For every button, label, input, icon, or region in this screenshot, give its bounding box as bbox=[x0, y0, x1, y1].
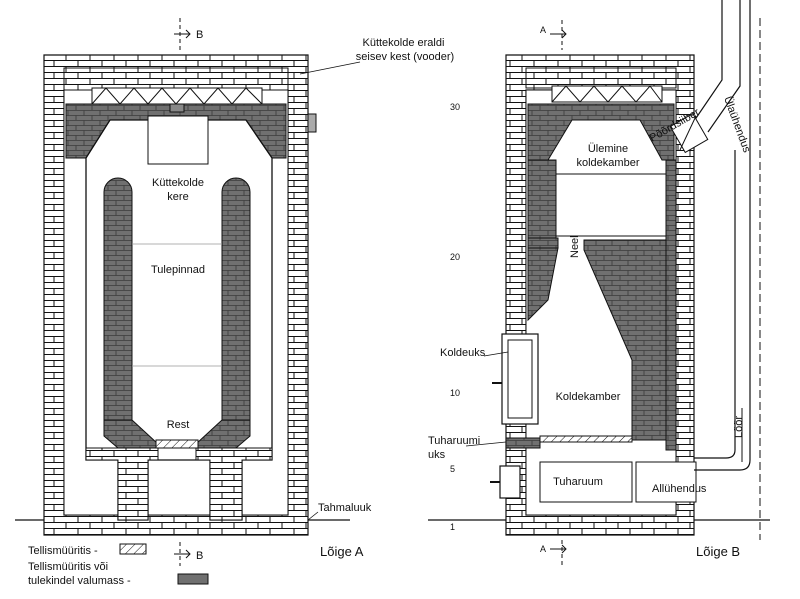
ash-door-label-line1: Tuharuumi bbox=[428, 435, 480, 447]
scale-mark-1: 1 bbox=[450, 522, 455, 532]
grate-a bbox=[155, 439, 199, 449]
upper-chamber-label-line2: koldekamber bbox=[577, 157, 640, 169]
funnel-left-b bbox=[527, 247, 559, 322]
cut-label-bottom-b: A bbox=[540, 544, 546, 554]
cut-arrow-top-b bbox=[550, 29, 567, 39]
upper-chamber-label-line1: Ülemine bbox=[588, 143, 628, 155]
upper-chamber-box-b bbox=[555, 173, 667, 237]
cut-label-bottom-a: B bbox=[196, 550, 203, 562]
neck-a bbox=[147, 115, 209, 165]
ash-door-b bbox=[499, 465, 521, 499]
lower-connection-box-b bbox=[635, 461, 697, 503]
fire-door-inner-b bbox=[507, 339, 533, 419]
body-label-line1: Küttekolde bbox=[152, 177, 204, 189]
right-column-a bbox=[221, 177, 251, 439]
leader-shell-a bbox=[299, 61, 361, 75]
legend-refractory-label-line1: Tellismüüritis või bbox=[28, 561, 108, 573]
flue-pipe-inner-b bbox=[707, 0, 741, 133]
soot-hatch-label: Tahmaluuk bbox=[318, 502, 372, 514]
section-b: A A Ülemine koldekamber Neel Põõrdsiiber… bbox=[428, 0, 770, 566]
ash-room-box-b bbox=[539, 461, 633, 503]
left-column-a bbox=[103, 177, 133, 439]
legend-refractory-swatch bbox=[177, 573, 209, 585]
flue-pipe-b bbox=[691, 0, 723, 125]
flue-pipe-lower-b bbox=[694, 0, 751, 471]
neck-lip-a bbox=[169, 103, 185, 113]
legend: Tellismüüritis - Tellismüüritis või tule… bbox=[28, 543, 209, 587]
throat-label: Neel bbox=[569, 235, 581, 258]
leader-ash-door-b bbox=[465, 441, 507, 447]
legend-refractory-label-line2: tulekindel valumass - bbox=[28, 575, 131, 587]
scale-mark-10: 10 bbox=[450, 388, 460, 398]
grate-label: Rest bbox=[167, 419, 190, 431]
right-wall-b bbox=[665, 159, 677, 451]
flue-pipe-lower-inner-b bbox=[694, 150, 736, 459]
heating-surfaces-label: Tulepinnad bbox=[151, 264, 205, 276]
scale-mark-20: 20 bbox=[450, 252, 460, 262]
damper-blade-b bbox=[679, 115, 697, 151]
shell-label: Küttekolde eraldi seisev kest (vooder) bbox=[356, 37, 454, 63]
section-a-title: Lõige A bbox=[320, 544, 364, 559]
fire-chamber-label: Koldekamber bbox=[556, 391, 621, 403]
cut-arrow-bottom-b bbox=[550, 544, 567, 554]
top-brick-band-a bbox=[63, 67, 289, 91]
leader-hatch-a bbox=[307, 511, 319, 521]
fire-door-label: Koldeuks bbox=[440, 347, 486, 359]
legend-brick-label: Tellismüüritis - bbox=[28, 545, 98, 557]
shell-label-line2: seisev kest (vooder) bbox=[356, 51, 454, 63]
scale-mark-30: 30 bbox=[450, 102, 460, 112]
scale-mark-5: 5 bbox=[450, 464, 455, 474]
ash-door-label-line2: uks bbox=[428, 449, 446, 461]
shell-label-line1: Küttekolde eraldi bbox=[362, 37, 444, 49]
section-a: B B Küttekolde eraldi seisev kest (voode… bbox=[15, 18, 454, 566]
ash-room-label: Tuharuum bbox=[553, 476, 603, 488]
leader-fire-door-b bbox=[483, 351, 509, 357]
cut-label-top-b: A bbox=[540, 25, 546, 35]
upper-connection-label: Ülaühendus bbox=[721, 95, 753, 155]
damper-b bbox=[669, 112, 709, 154]
top-brick-band-b bbox=[525, 67, 677, 89]
cut-arrow-bottom-a bbox=[174, 549, 191, 559]
soot-hatch-a bbox=[307, 113, 317, 133]
section-b-title: Lõige B bbox=[696, 544, 740, 559]
lower-legs-a bbox=[85, 447, 273, 521]
ash-door-ledge-b bbox=[505, 437, 541, 449]
flue-label: Lõõr bbox=[733, 416, 745, 438]
left-wall-upper-b bbox=[527, 159, 557, 241]
body-label-line2: kere bbox=[167, 191, 188, 203]
cut-label-top-a: B bbox=[196, 29, 203, 41]
insulation-strip-b bbox=[551, 85, 663, 103]
insulation-zigzag-b bbox=[551, 85, 663, 103]
legend-brick-swatch bbox=[119, 543, 147, 555]
grate-b bbox=[539, 435, 633, 443]
lower-connection-label: Allühendus bbox=[652, 483, 707, 495]
throat-ledge-b bbox=[527, 237, 559, 249]
cut-arrow-top-a bbox=[174, 29, 191, 39]
